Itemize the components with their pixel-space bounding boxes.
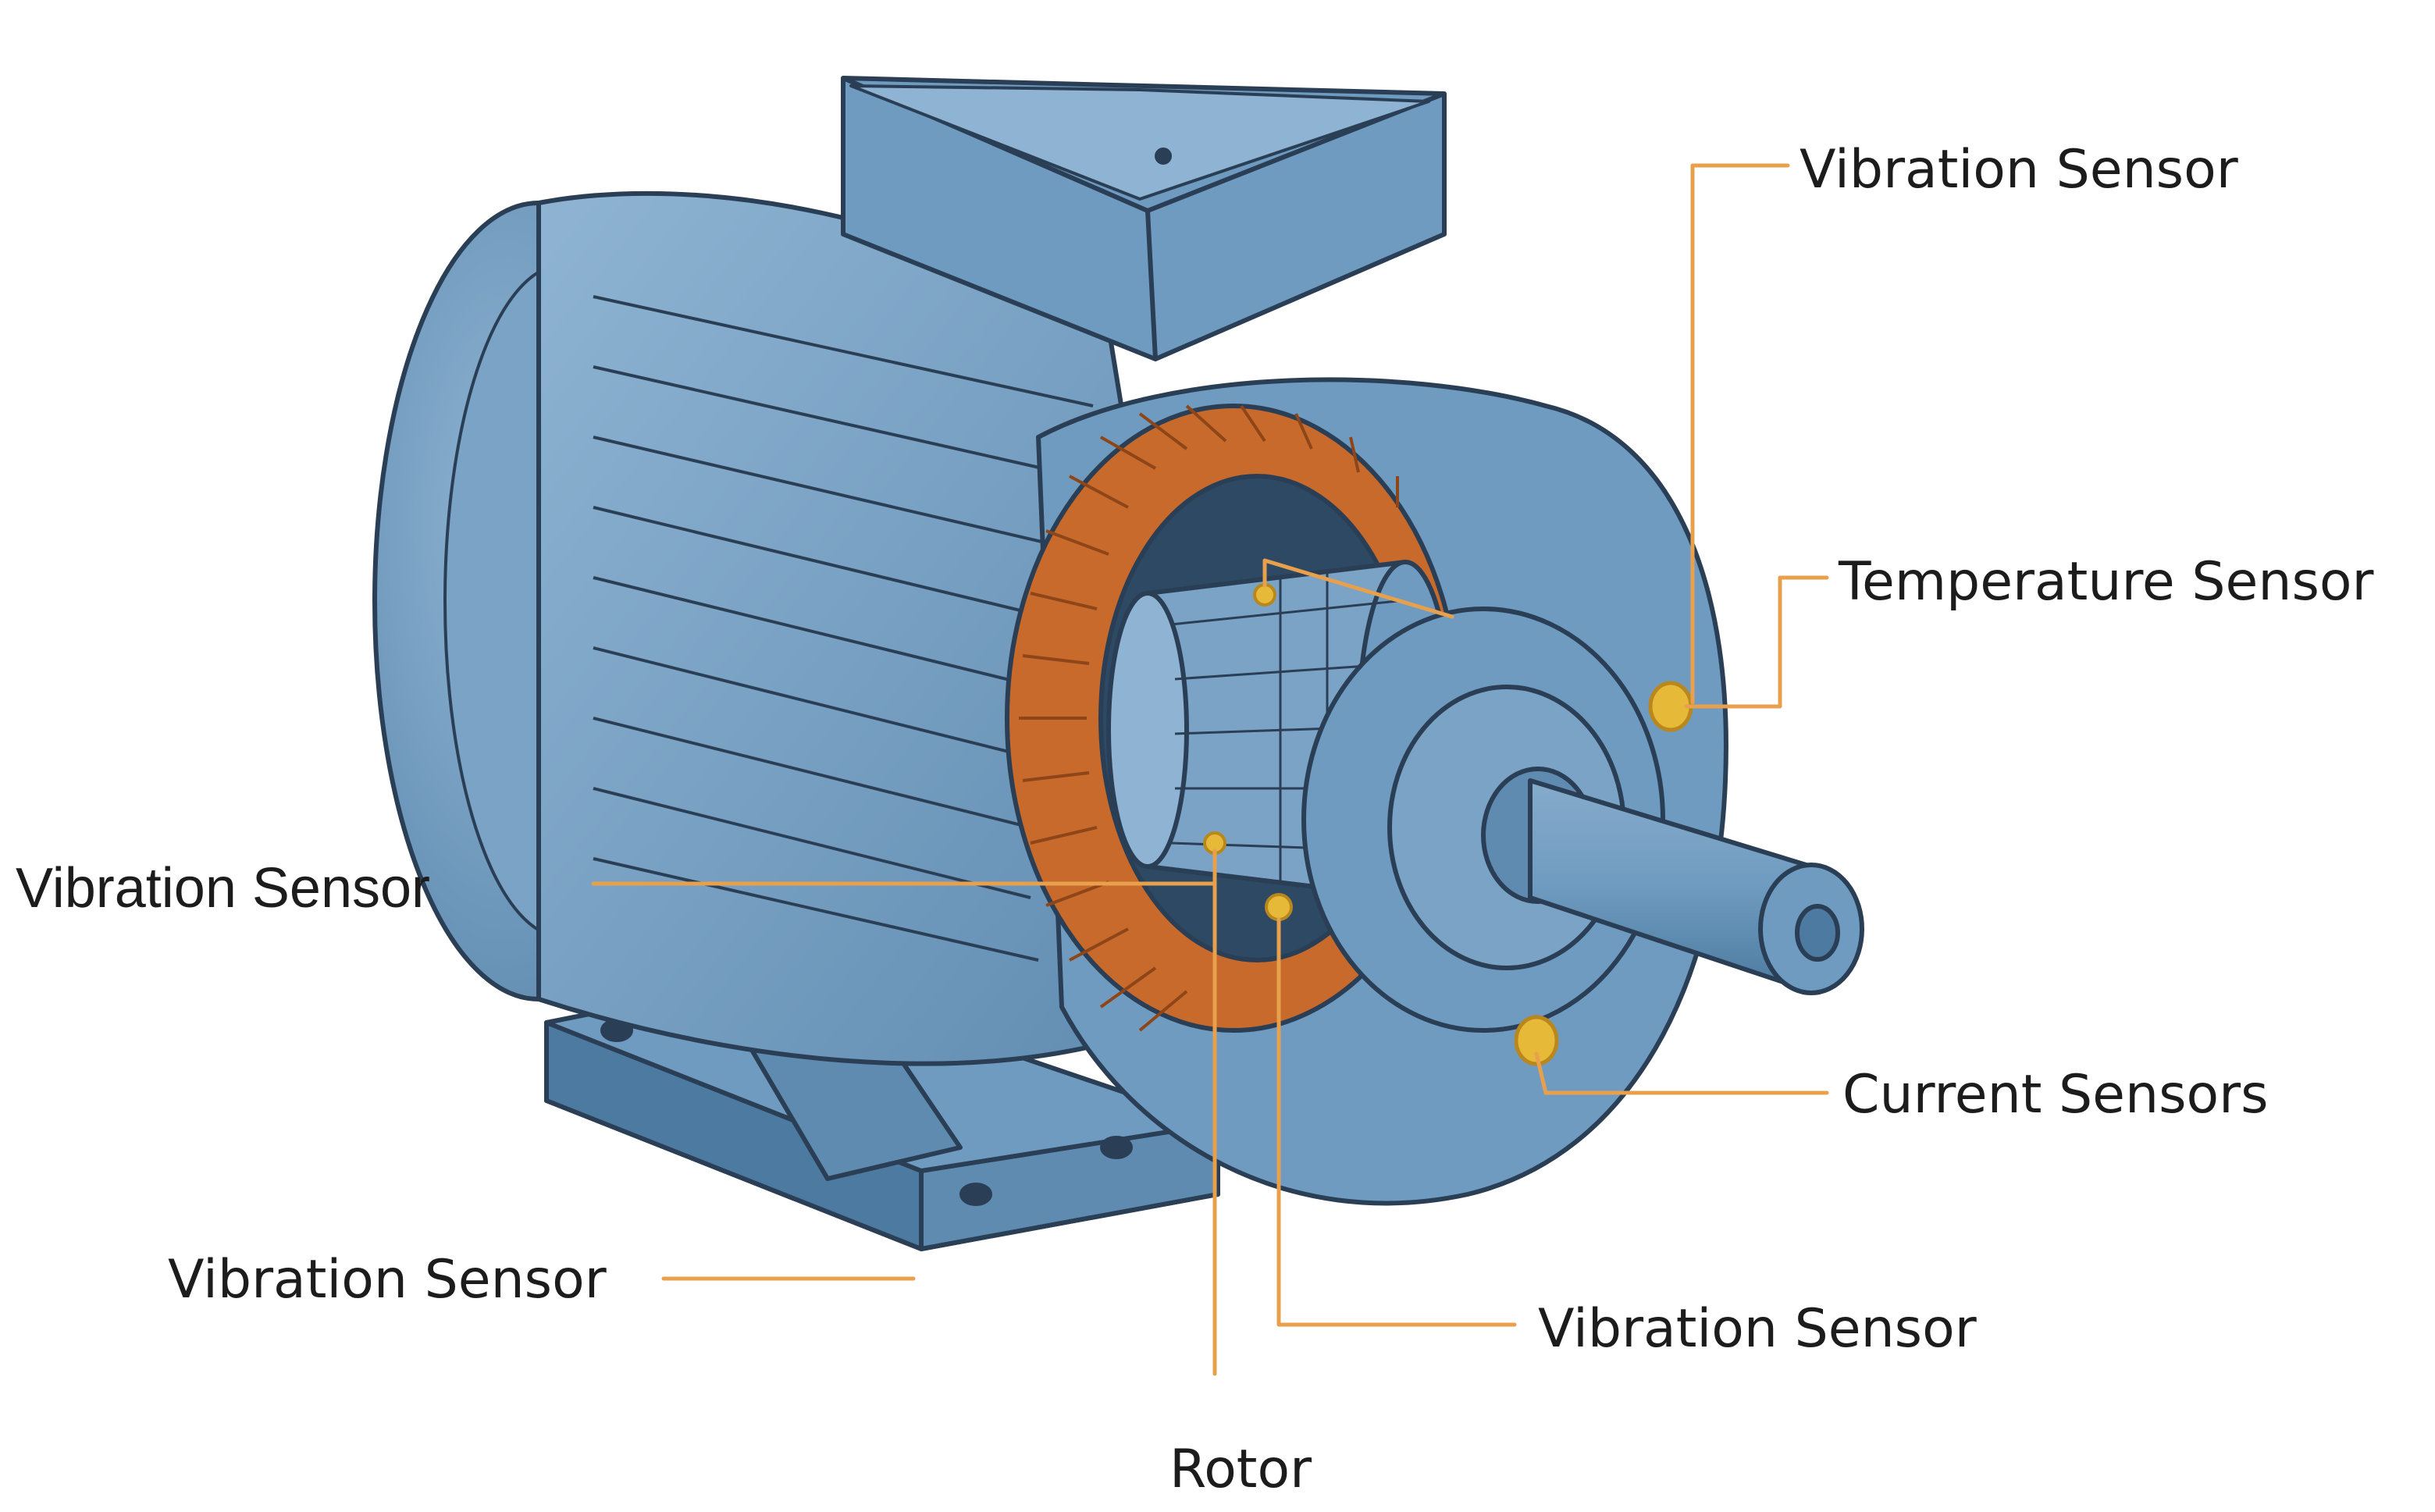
labels: Vibration Sensor Temperature Sensor Vibr…	[16, 139, 2373, 1500]
leader-temperature	[1684, 575, 1829, 709]
label-temperature-sensor: Temperature Sensor	[1838, 551, 2373, 613]
label-vibration-sensor-left: Vibration Sensor	[16, 857, 430, 920]
label-vibration-sensor-bottom-left: Vibration Sensor	[168, 1249, 607, 1311]
cooling-fins	[593, 295, 1094, 962]
label-current-sensors: Current Sensors	[1842, 1064, 2269, 1126]
leader-temperature-inner	[1262, 558, 1454, 619]
label-vibration-sensor-top-right: Vibration Sensor	[1800, 139, 2238, 201]
electric-motor-icon	[372, 76, 1864, 1251]
leader-vibration-top-right	[1690, 163, 1790, 705]
sensor-markers	[1203, 583, 1693, 1066]
sensor-dot-icon	[1514, 1015, 1559, 1066]
leader-lines	[591, 163, 1829, 1376]
leader-vibration-bottom-center	[1276, 917, 1517, 1327]
label-rotor: Rotor	[1169, 1439, 1312, 1500]
sensor-dot-icon	[1253, 583, 1276, 607]
leader-current	[1534, 1051, 1829, 1095]
label-vibration-sensor-bottom-center: Vibration Sensor	[1538, 1298, 1977, 1360]
sensor-dot-icon	[1265, 893, 1293, 921]
terminal-box	[841, 76, 1447, 361]
motor-shaft	[1528, 778, 1864, 995]
